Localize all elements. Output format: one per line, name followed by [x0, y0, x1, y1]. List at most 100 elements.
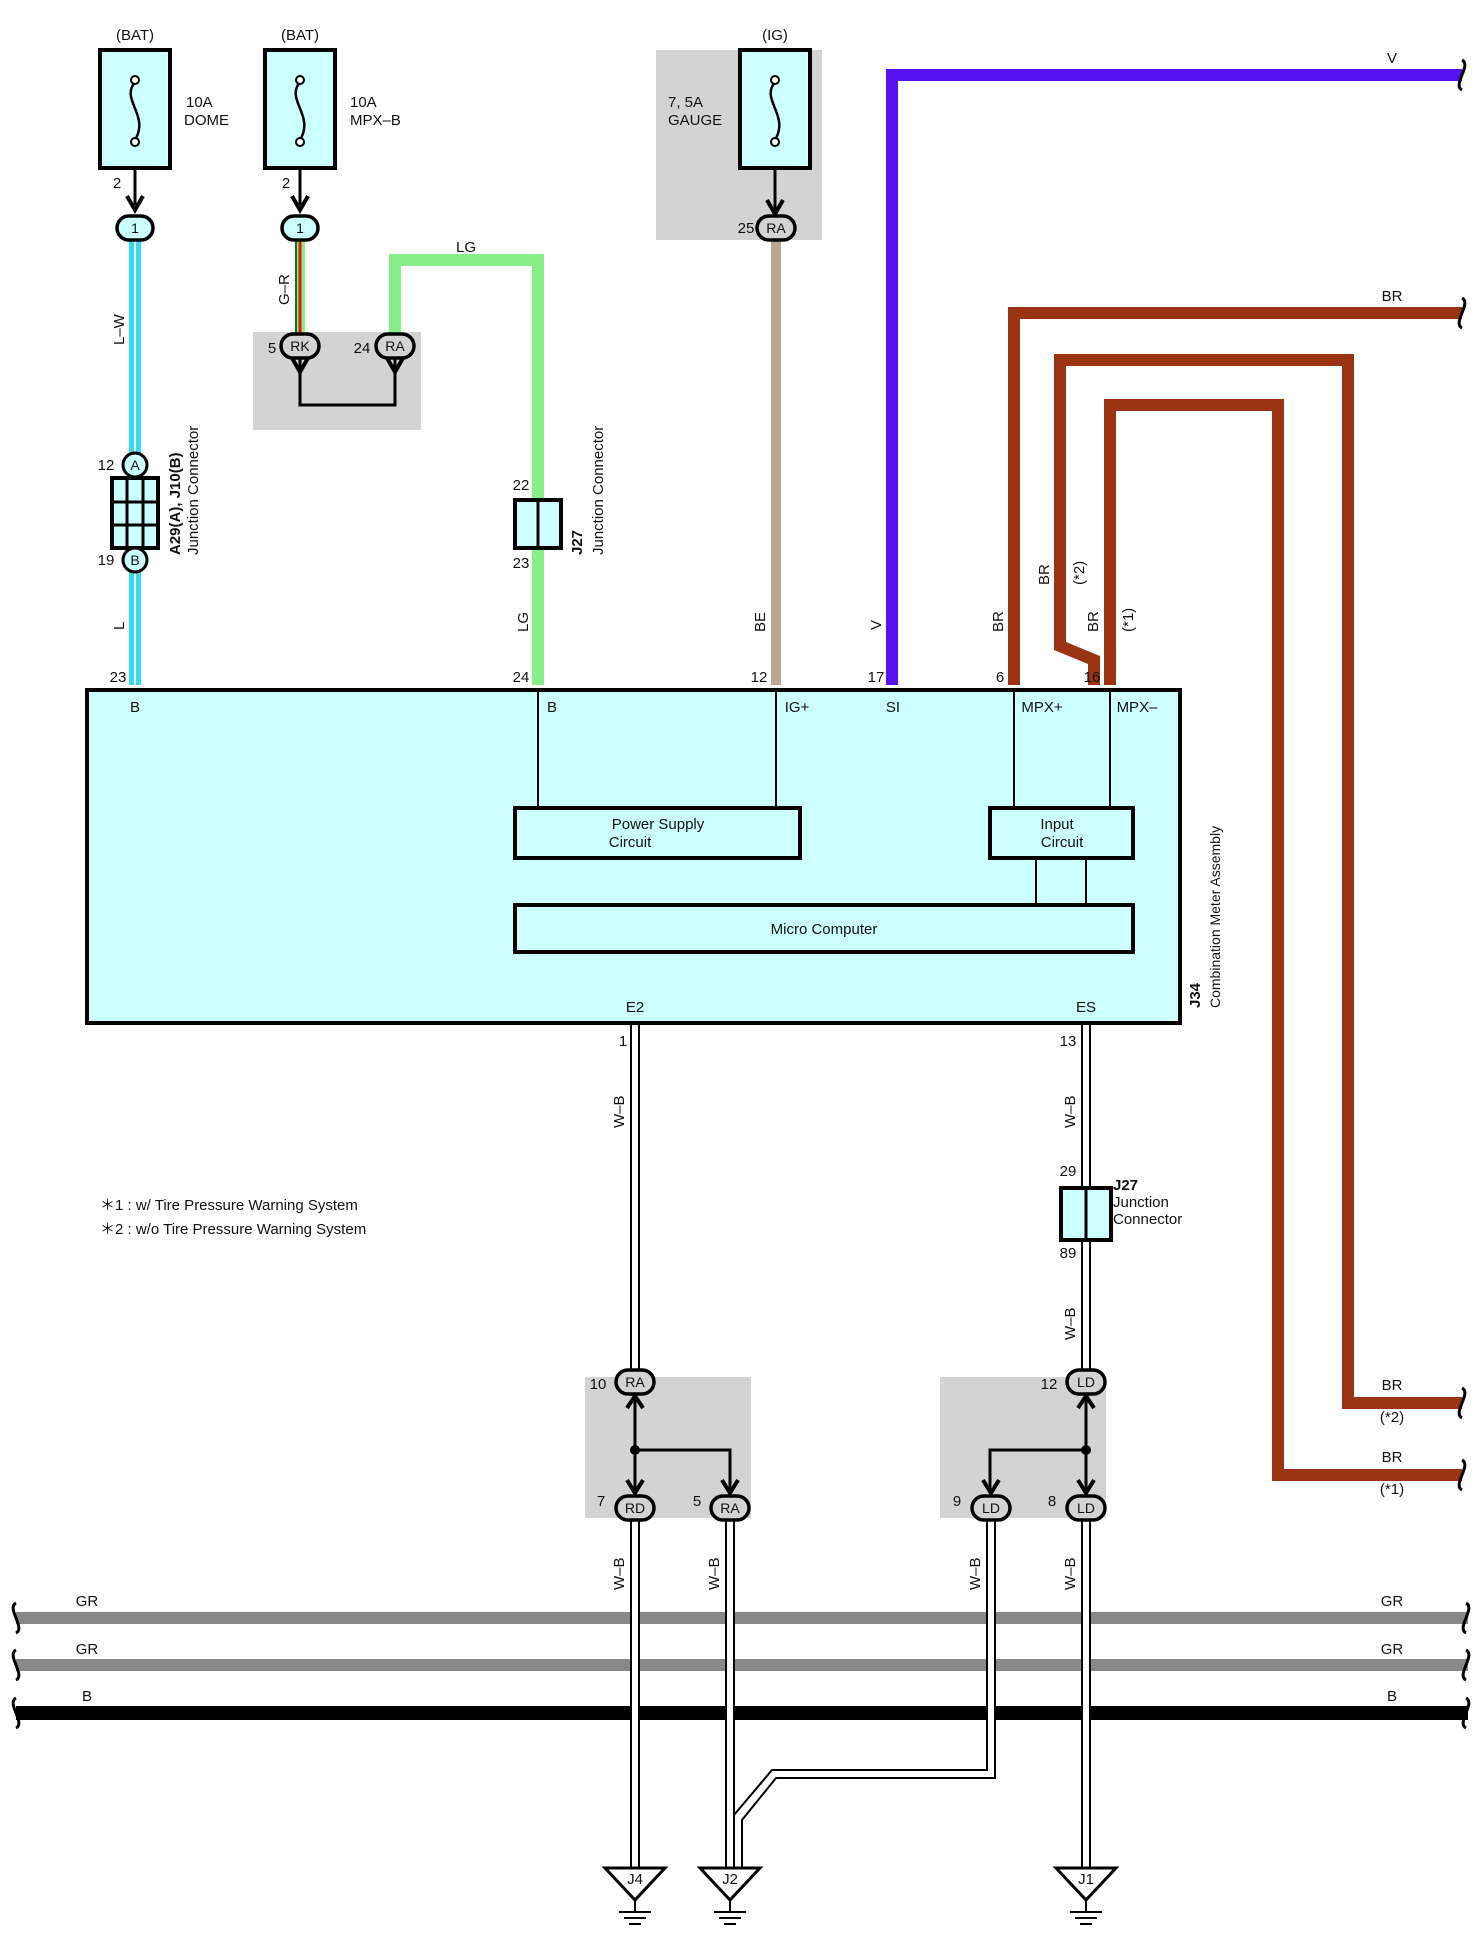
svg-text:Junction Connector: Junction Connector: [590, 426, 607, 555]
fuse-gauge: (IG) 7, 5A GAUGE 25: [668, 27, 812, 237]
svg-text:Junction: Junction: [1113, 1194, 1169, 1211]
note-star1: ＊1 : w/ Tire Pressure Warning System: [100, 1197, 358, 1214]
label-be: BE: [752, 612, 769, 632]
connector-ra-5: 5 RA: [693, 1478, 751, 1522]
label-br-right-1-note: (*1): [1380, 1481, 1404, 1498]
connector-rk: 5 RK: [268, 332, 321, 377]
svg-text:(BAT): (BAT): [116, 27, 154, 44]
wire-break-marks: [11, 58, 1471, 1730]
svg-text:E2: E2: [626, 999, 644, 1016]
ground-j2: J2: [696, 1866, 764, 1925]
svg-text:MPX–: MPX–: [1117, 699, 1159, 716]
svg-text:RK: RK: [290, 338, 310, 354]
svg-text:1: 1: [619, 1033, 627, 1050]
fuse-dome: (BAT) 10A DOME 2: [98, 27, 229, 215]
svg-text:(BAT): (BAT): [281, 27, 319, 44]
svg-text:J27: J27: [569, 530, 586, 555]
svg-text:J1: J1: [1078, 1871, 1094, 1888]
label-gr2-right: GR: [1381, 1641, 1404, 1658]
svg-text:10: 10: [590, 1376, 607, 1393]
svg-text:16: 16: [1084, 669, 1101, 686]
svg-text:B: B: [130, 699, 140, 716]
junction-connector-j27-top: 22 23 J27 Junction Connector: [513, 426, 607, 572]
svg-text:B: B: [130, 552, 139, 568]
svg-text:12: 12: [1041, 1376, 1058, 1393]
label-br-side-a: BR: [990, 611, 1007, 632]
svg-text:Junction Connector: Junction Connector: [185, 426, 202, 555]
svg-text:10A: 10A: [350, 94, 377, 111]
label-wb-3: W–B: [1062, 1307, 1079, 1340]
connector-ld-12: 12 LD: [1041, 1368, 1107, 1410]
svg-text:J34: J34: [1187, 982, 1204, 1008]
junction-connector-j27-bottom: 29 89 J27 Junction Connector: [1059, 1163, 1182, 1262]
label-lg-top: LG: [456, 239, 476, 256]
svg-text:17: 17: [868, 669, 885, 686]
connector-ld-8: 8 LD: [1048, 1478, 1107, 1522]
label-wb-2: W–B: [1062, 1095, 1079, 1128]
svg-text:9: 9: [953, 1493, 961, 1510]
svg-text:LD: LD: [1077, 1374, 1095, 1390]
label-br-top: BR: [1382, 288, 1403, 305]
label-b-left: B: [82, 1688, 92, 1705]
connector-ld-9: 9 LD: [953, 1478, 1012, 1522]
svg-text:8: 8: [1048, 1493, 1056, 1510]
svg-text:Combination Meter Assembly: Combination Meter Assembly: [1207, 826, 1223, 1008]
svg-text:24: 24: [354, 340, 371, 357]
connector-ra-10: 10 RA: [590, 1368, 656, 1410]
svg-text:Circuit: Circuit: [609, 834, 652, 851]
svg-text:RA: RA: [720, 1500, 740, 1516]
svg-text:J27: J27: [1113, 1177, 1138, 1194]
svg-text:LD: LD: [1077, 1500, 1095, 1516]
svg-text:J4: J4: [627, 1871, 643, 1888]
label-lg-side: LG: [515, 612, 532, 632]
ground-j4: J4: [601, 1866, 669, 1925]
label-v-side: V: [868, 620, 885, 630]
svg-text:RA: RA: [766, 220, 786, 236]
label-gr1-right: GR: [1381, 1593, 1404, 1610]
svg-text:22: 22: [513, 477, 530, 494]
svg-text:RD: RD: [625, 1500, 645, 1516]
svg-text:29: 29: [1060, 1163, 1077, 1180]
v-wire: [886, 69, 1462, 685]
label-br-right-1: BR: [1382, 1449, 1403, 1466]
svg-text:RA: RA: [385, 338, 405, 354]
label-b-right: B: [1387, 1688, 1397, 1705]
label-wb-5: W–B: [706, 1557, 723, 1590]
svg-text:7, 5A: 7, 5A: [668, 94, 703, 111]
label-wb-7: W–B: [1062, 1557, 1079, 1590]
label-br-right-2: BR: [1382, 1377, 1403, 1394]
label-br-right-2-note: (*2): [1380, 1409, 1404, 1426]
note-star2: ＊2 : w/o Tire Pressure Warning System: [100, 1221, 366, 1238]
svg-text:Circuit: Circuit: [1041, 834, 1084, 851]
svg-text:13: 13: [1060, 1033, 1077, 1050]
svg-text:89: 89: [1060, 1245, 1077, 1262]
connector-ra-gauge: RA: [755, 214, 797, 242]
svg-text:B: B: [547, 699, 557, 716]
svg-text:(IG): (IG): [762, 27, 788, 44]
svg-text:Power Supply: Power Supply: [612, 816, 705, 833]
input-circuit: [988, 806, 1135, 860]
svg-text:A: A: [130, 457, 140, 473]
svg-text:25: 25: [738, 220, 755, 237]
lg-wire: [389, 254, 544, 685]
power-supply-circuit: [513, 806, 802, 860]
connector-ra-24: 24 RA: [354, 332, 416, 377]
label-gr2-left: GR: [76, 1641, 99, 1658]
svg-text:MPX+: MPX+: [1021, 699, 1063, 716]
br-wire-2: [1054, 354, 1462, 1409]
svg-text:12: 12: [751, 669, 768, 686]
connector-1-dome: 1: [115, 214, 155, 242]
br-wire-top: [1008, 307, 1462, 685]
label-star2-side: (*2): [1071, 561, 1088, 585]
wb-wires: [630, 1018, 1091, 1868]
ground-j1: J1: [1052, 1866, 1120, 1925]
svg-text:J2: J2: [722, 1871, 738, 1888]
svg-text:2: 2: [282, 175, 290, 192]
label-wb-1: W–B: [611, 1095, 628, 1128]
svg-text:1: 1: [131, 220, 139, 236]
junction-connector-a29-j10: 12 A B 19 A29(A), J10(B) Junction Connec…: [98, 426, 202, 574]
micro-computer: [513, 903, 1135, 954]
svg-text:IG+: IG+: [785, 699, 810, 716]
svg-text:12: 12: [98, 457, 115, 474]
